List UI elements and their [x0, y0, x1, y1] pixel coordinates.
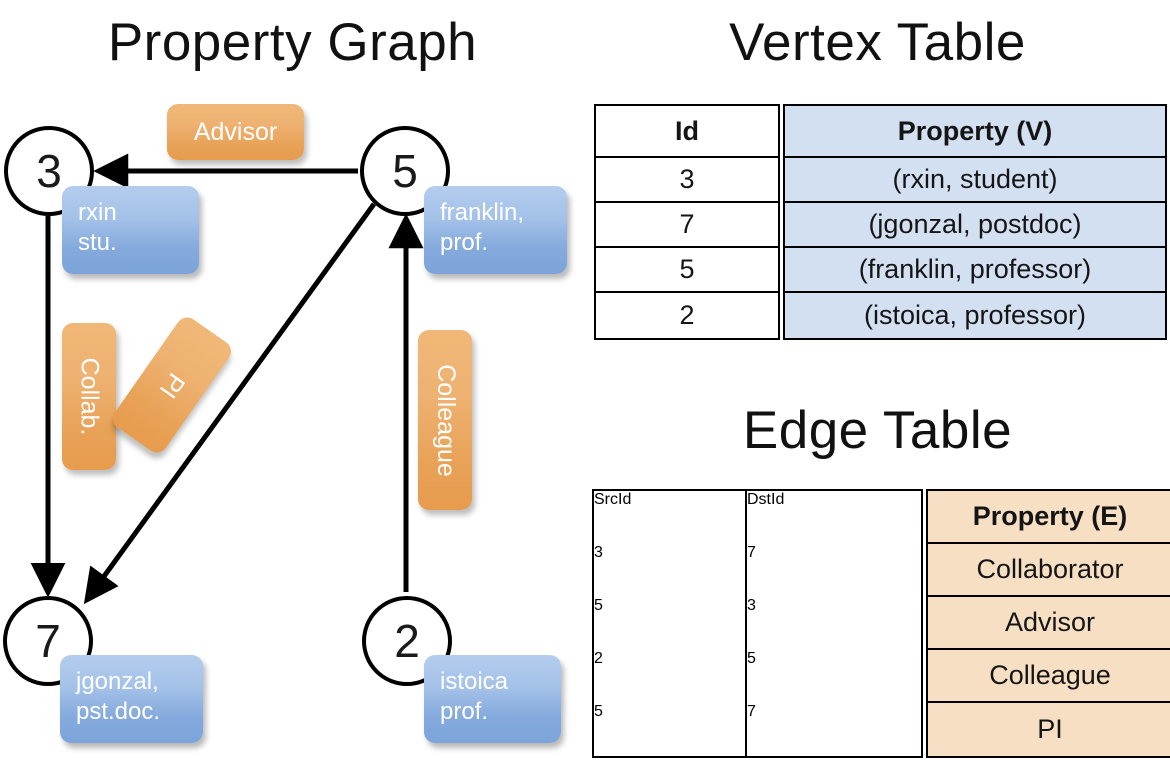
table-row: 5	[594, 703, 603, 720]
relation-badge-colleague-label: Colleague	[431, 363, 460, 477]
table-row: (franklin, professor)	[785, 248, 1165, 293]
property-graph-panel: Property Graph Advisor Collab. PI Collea…	[3, 13, 567, 743]
table-row: 5	[596, 248, 778, 293]
vertex-table-header-id: Id	[596, 106, 778, 158]
edge-table-property-column: Property (E) Collaborator Advisor Collea…	[926, 489, 1170, 758]
vertex-property-badge-franklin-line1: franklin,	[440, 199, 525, 226]
table-row: 3	[594, 544, 603, 561]
vertex-table-id-column: Id 3 7 5 2	[594, 104, 780, 340]
table-row: (jgonzal, postdoc)	[785, 203, 1165, 248]
edge-table-header-property: Property (E)	[928, 491, 1170, 544]
table-row: Collaborator	[928, 544, 1170, 597]
edge-table: SrcId 3 5 2 5 DstId 7 3 5 7 Property (E)…	[592, 489, 1170, 758]
edge-table-dstid-column: DstId 7 3 5 7	[745, 491, 921, 756]
table-row: 7	[747, 544, 756, 561]
page-title-vertex-table: Vertex Table	[729, 13, 1026, 72]
vertex-property-badge-istoica-line2: prof.	[440, 698, 489, 725]
table-row: 2	[679, 300, 695, 330]
table-row: (istoica, professor)	[863, 300, 1087, 330]
vertex-property-badge-franklin-line2: prof.	[440, 229, 489, 256]
table-row: 3	[596, 158, 778, 203]
table-row: Colleague	[928, 650, 1170, 703]
vertex-property-badge-rxin: rxin stu.	[62, 186, 199, 274]
table-row: Advisor	[928, 597, 1170, 650]
edge-table-header-srcid: SrcId	[594, 491, 632, 508]
vertex-property-badge-jgonzal-line1: jgonzal,	[76, 668, 159, 695]
page-title-edge-table: Edge Table	[742, 401, 1013, 460]
vertex-property-badge-franklin: franklin, prof.	[424, 186, 567, 274]
relation-badge-pi-label: PI	[154, 367, 191, 403]
graph-edges-svg	[30, 153, 424, 605]
table-row: PI	[1037, 714, 1063, 744]
vertex-property-badge-jgonzal-line2: pst.doc.	[76, 698, 161, 725]
page-title-property-graph: Property Graph	[107, 13, 478, 72]
edge-table-header-dstid: DstId	[747, 491, 785, 508]
table-row: 5	[594, 597, 603, 614]
relation-badge-collab-label: Collab.	[75, 357, 104, 436]
vertex-table-property-column: Property (V) (rxin, student) (jgonzal, p…	[783, 104, 1167, 340]
vertex-table-header-property: Property (V)	[785, 106, 1165, 158]
table-row: 2	[594, 650, 603, 667]
edge-5-to-7	[83, 202, 377, 605]
table-row: (rxin, student)	[785, 158, 1165, 203]
vertex-table: Id 3 7 5 2 Property (V) (rxin, student) …	[594, 104, 1167, 340]
table-row: 7	[596, 203, 778, 248]
vertex-property-badge-rxin-line2: stu.	[78, 229, 117, 256]
table-row: 3	[747, 597, 756, 614]
relation-badge-colleague: Colleague	[418, 330, 472, 510]
vertex-property-badge-istoica: istoica prof.	[424, 655, 561, 743]
vertex-property-badge-istoica-line1: istoica	[440, 668, 509, 695]
vertex-property-badge-rxin-line1: rxin	[78, 199, 117, 226]
graph-node-2: 2	[362, 596, 452, 686]
relation-badge-advisor: Advisor	[167, 104, 304, 160]
table-row: 5	[747, 650, 756, 667]
relation-badge-advisor-label: Advisor	[193, 117, 278, 146]
edge-table-srcid-column: SrcId 3 5 2 5	[594, 491, 745, 756]
vertex-property-badge-jgonzal: jgonzal, pst.doc.	[60, 655, 203, 743]
edge-table-id-columns: SrcId 3 5 2 5 DstId 7 3 5 7	[592, 489, 923, 758]
relation-badge-collab: Collab.	[62, 323, 116, 470]
table-row: 7	[747, 703, 756, 720]
